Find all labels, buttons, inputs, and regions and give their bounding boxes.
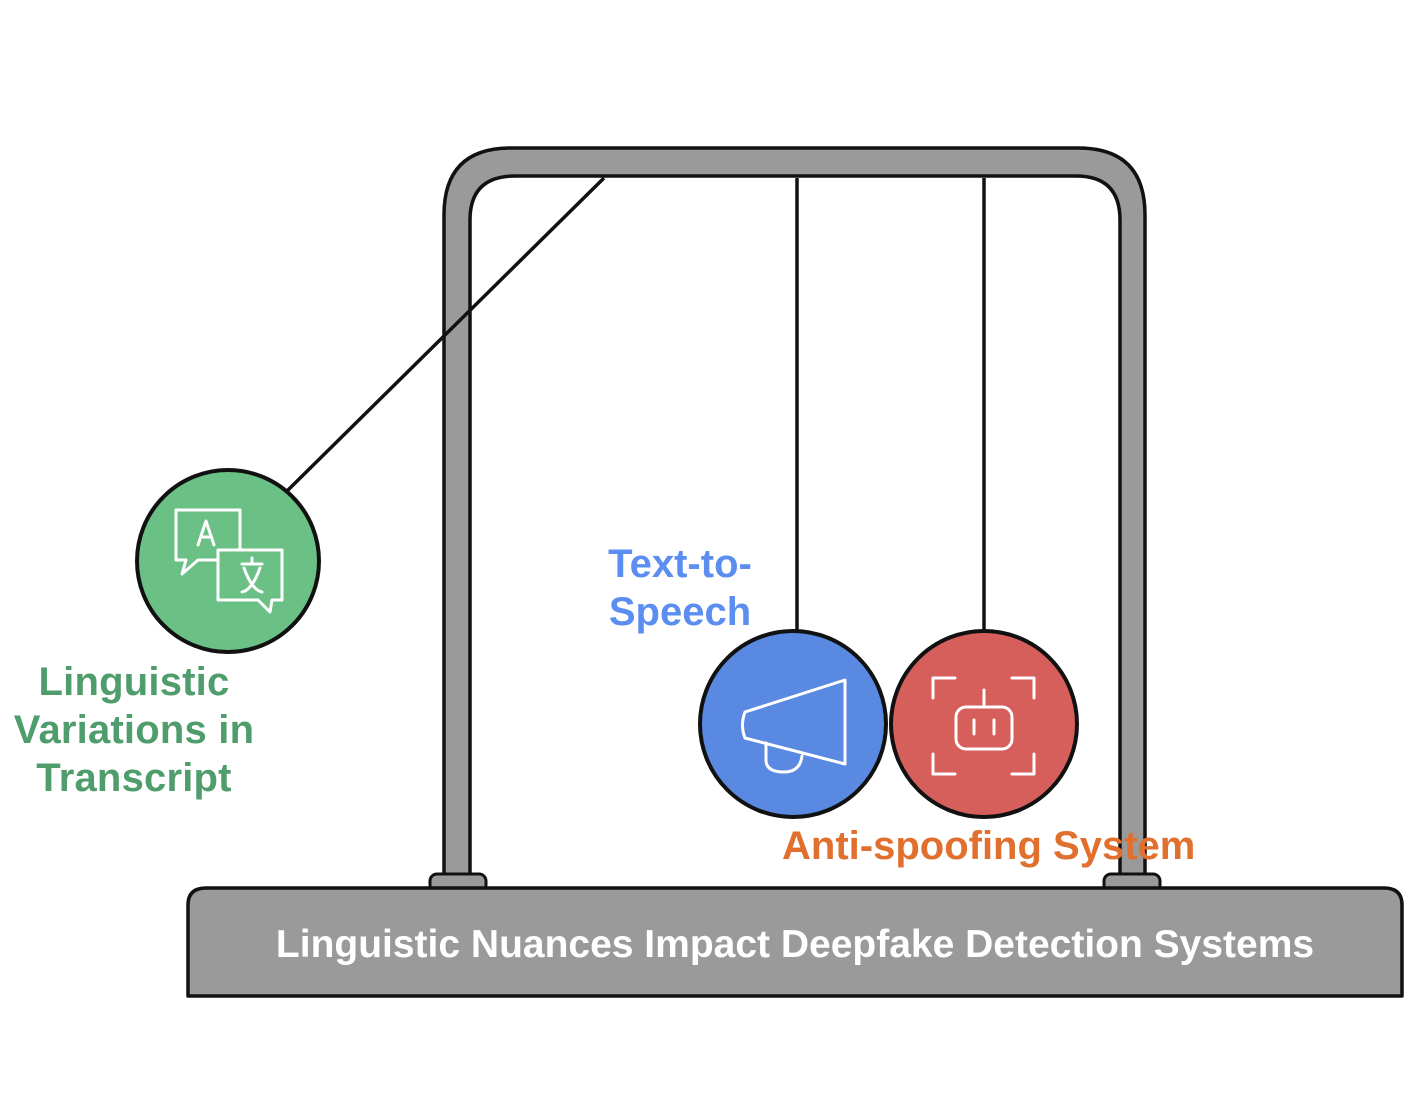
translate-icon bbox=[174, 508, 284, 614]
megaphone-icon bbox=[741, 678, 847, 774]
label-linguistic-variations: Linguistic Variations in Transcript bbox=[13, 660, 255, 800]
base-title: Linguistic Nuances Impact Deepfake Detec… bbox=[275, 923, 1315, 966]
ball-tts bbox=[698, 629, 888, 819]
label-anti-spoofing: Anti-spoofing System bbox=[782, 824, 1196, 868]
string-linguistic bbox=[284, 176, 606, 494]
label-text-to-speech: Text-to- Speech bbox=[608, 542, 752, 634]
cradle-base bbox=[186, 886, 1404, 998]
ball-antispoof bbox=[889, 629, 1079, 819]
robot-face-scan-icon bbox=[931, 676, 1036, 776]
cradle-frame bbox=[442, 146, 1147, 884]
